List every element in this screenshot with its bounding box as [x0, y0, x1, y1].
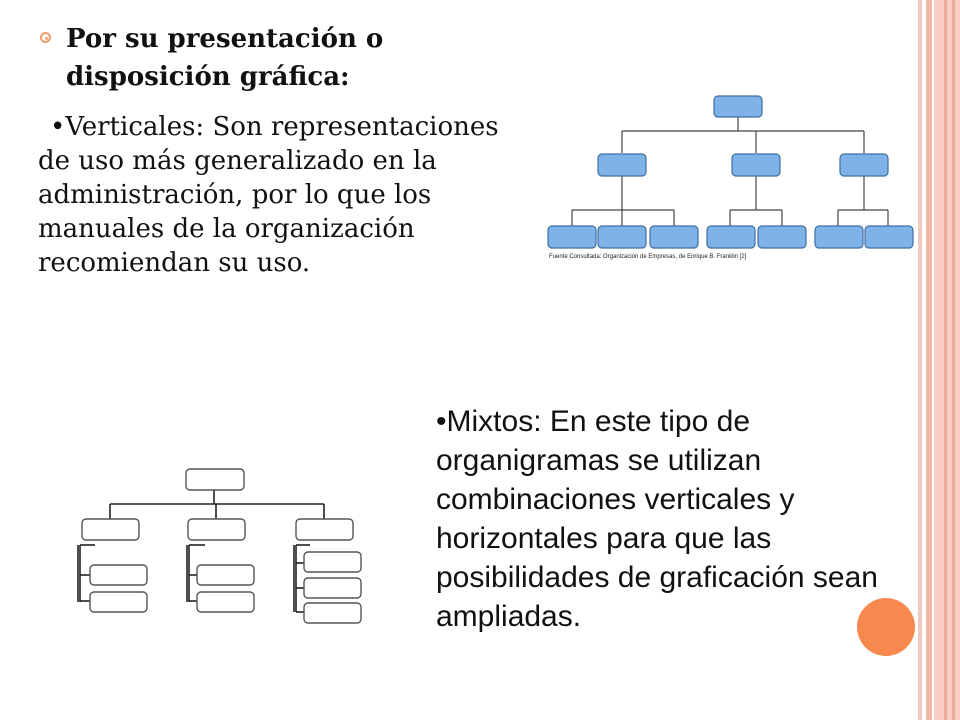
mixed-chart-box	[187, 518, 246, 541]
mixtos-text: Mixtos: En este tipo de organigramas se …	[436, 405, 878, 633]
mixed-chart-box	[196, 591, 255, 613]
heading-line-1: Por su presentación o	[66, 24, 384, 54]
decorative-stripe	[944, 0, 947, 720]
vertical-chart-box	[757, 225, 807, 249]
mixed-chart-box	[303, 551, 362, 573]
vertical-chart-box	[597, 225, 647, 249]
heading: Por su presentación o disposición gráfic…	[66, 20, 506, 96]
vertical-chart-box	[713, 95, 763, 118]
mixed-chart-box	[196, 564, 255, 586]
mixed-chart-boxes	[81, 468, 362, 624]
mixed-chart-box	[303, 577, 362, 599]
vertical-chart-box	[649, 225, 699, 249]
mixed-chart-box	[81, 518, 140, 541]
heading-bullet-icon	[40, 32, 51, 43]
orange-circle-decoration	[857, 598, 915, 656]
mixed-chart-box	[185, 468, 245, 491]
vertical-chart-box	[814, 225, 864, 249]
vertical-chart-caption: Fuente Consultada: Organización de Empre…	[549, 254, 747, 260]
decorative-stripe	[934, 0, 960, 720]
heading-line-2: disposición gráfica:	[66, 62, 350, 92]
mixtos-bullet: •	[436, 405, 447, 438]
vertical-chart-box	[597, 153, 647, 177]
vertical-chart-box	[731, 153, 781, 177]
mixed-chart-box	[89, 591, 148, 613]
mixed-chart-connectors	[77, 490, 325, 613]
vertical-chart-box	[839, 153, 889, 177]
verticales-paragraph: •Verticales: Son representaciones de uso…	[38, 110, 508, 280]
mixed-chart-box	[303, 602, 362, 624]
mixed-chart-box	[295, 518, 354, 541]
vertical-chart-connectors	[571, 117, 889, 226]
decorative-stripe	[926, 0, 932, 720]
vertical-chart-box	[864, 225, 914, 249]
decorative-stripe	[952, 0, 955, 720]
verticales-bullet: •	[50, 112, 66, 142]
vertical-chart-boxes	[547, 95, 914, 249]
decorative-stripe	[918, 0, 922, 720]
mixed-chart-box	[89, 564, 148, 586]
vertical-chart-box	[547, 225, 597, 249]
vertical-chart-box	[706, 225, 756, 249]
verticales-text: Verticales: Son representaciones de uso …	[38, 112, 499, 278]
mixtos-paragraph: •Mixtos: En este tipo de organigramas se…	[436, 402, 906, 636]
